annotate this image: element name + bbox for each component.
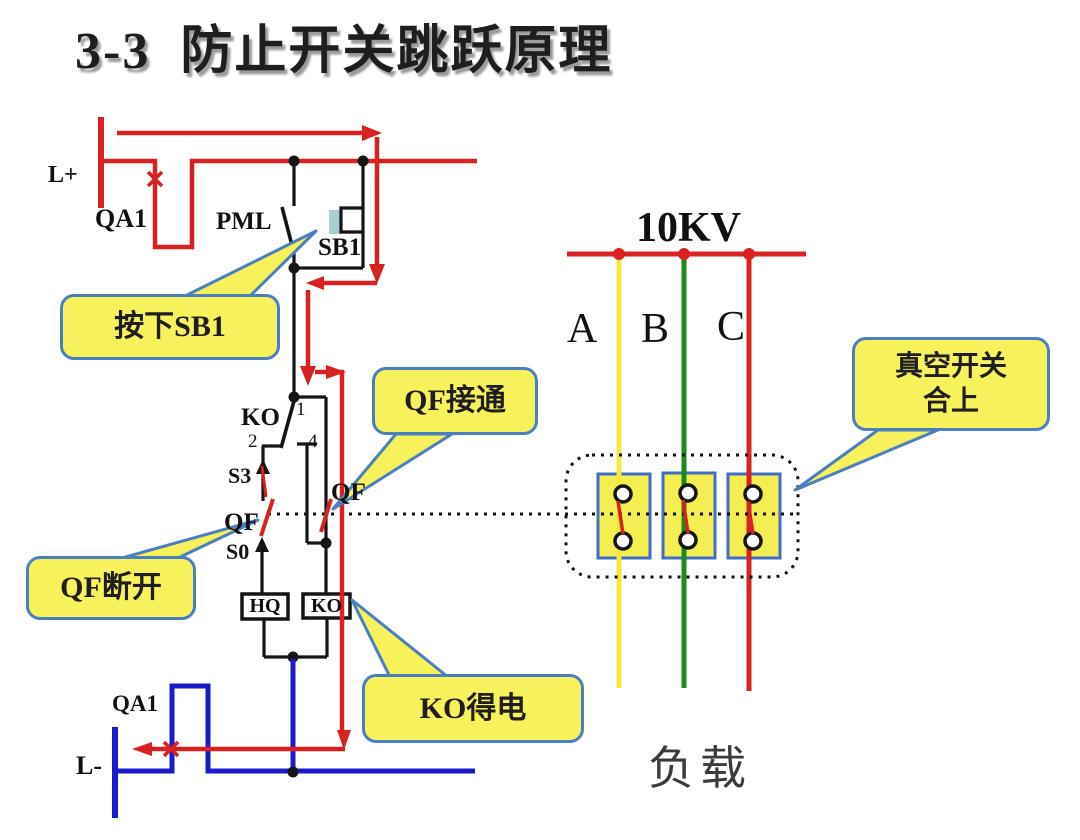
blue-waveform xyxy=(112,659,475,818)
callout-ko-energized: KO得电 xyxy=(362,674,584,743)
label-qa1: QA1 xyxy=(95,204,147,233)
label-load: 负载 xyxy=(648,742,752,794)
callout-vacuum-line2: 合上 xyxy=(922,386,979,417)
label-l-minus: L- xyxy=(76,751,102,780)
label-s0: S0 xyxy=(226,539,250,564)
label-phase-c: C xyxy=(717,304,746,350)
label-terminal-2: 2 xyxy=(248,431,258,452)
label-pml: PML xyxy=(216,208,272,235)
label-qf-right: QF xyxy=(331,479,366,506)
red-arrowheads-bottom xyxy=(132,365,351,756)
label-ko-coil: KO xyxy=(310,594,343,617)
qa1-open-cross-icon xyxy=(146,170,164,188)
page-title: 3-3 防止开关跳跃原理 xyxy=(75,23,613,80)
label-l-plus: L+ xyxy=(48,162,78,188)
callout-vacuum-switch: 真空开关 合上 xyxy=(852,337,1050,431)
label-terminal-4: 4 xyxy=(308,431,318,452)
label-terminal-1: 1 xyxy=(296,399,306,420)
phase-lines xyxy=(567,251,806,691)
qf-left-blade xyxy=(259,498,275,537)
hq-coil-box xyxy=(240,592,290,621)
sb1-button-pad xyxy=(329,210,341,234)
mechanical-link-dotted xyxy=(268,453,800,579)
callout-press-sb1: 按下SB1 xyxy=(60,294,280,360)
label-10kv: 10KV xyxy=(636,205,741,251)
label-s3: S3 xyxy=(228,463,252,488)
label-ko-contact: KO xyxy=(241,404,280,431)
label-phase-b: B xyxy=(641,306,670,352)
ko-energized-tail xyxy=(350,598,450,679)
wave-junction-dot xyxy=(287,766,299,778)
red-arrowheads-top xyxy=(306,125,385,290)
callout-qf-open: QF断开 xyxy=(26,556,196,620)
callout-tails xyxy=(120,229,940,679)
label-qa1-wave: QA1 xyxy=(112,691,158,716)
vacuum-tail xyxy=(793,428,940,492)
vacuum-contacts xyxy=(613,483,763,551)
callout-qf-closed: QF接通 xyxy=(372,367,538,435)
label-phase-a: A xyxy=(567,306,598,352)
qf-right-blade xyxy=(319,498,333,533)
label-qf-left: QF xyxy=(224,509,259,536)
wave-cross-icon xyxy=(162,740,180,758)
label-sb1: SB1 xyxy=(318,234,362,261)
red-current-path-top xyxy=(98,117,477,286)
ko-contact-blade xyxy=(279,400,296,449)
label-hq-coil: HQ xyxy=(249,595,281,617)
callout-vacuum-line1: 真空开关 xyxy=(894,351,1007,382)
bus-junction-dots xyxy=(613,248,755,260)
s0-marker xyxy=(255,537,269,552)
